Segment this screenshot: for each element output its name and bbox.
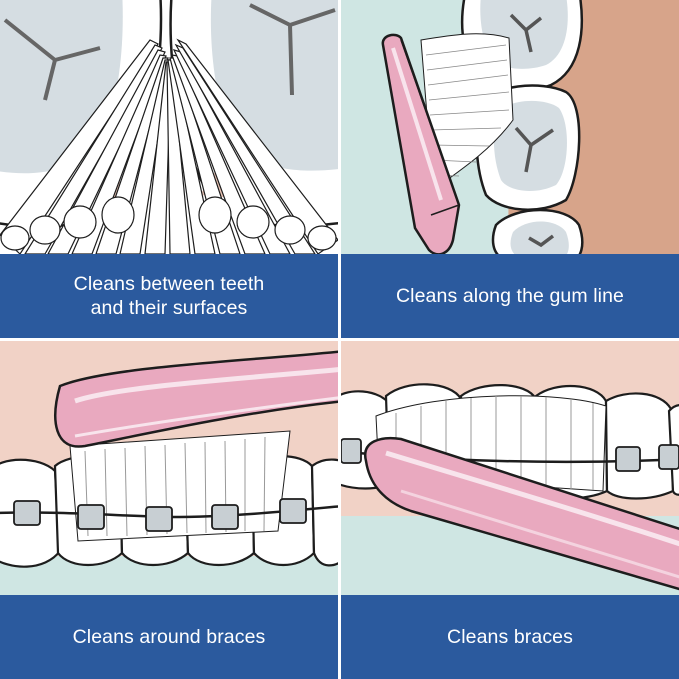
caption-braces: Cleans braces — [341, 595, 679, 679]
caption-gum-line: Cleans along the gum line — [341, 254, 679, 338]
around-braces-illustration — [0, 341, 338, 595]
panel-between-teeth: Cleans between teeth and their surfaces — [0, 0, 338, 338]
caption-text: Cleans braces — [447, 625, 573, 648]
panel-gum-line: Cleans along the gum line — [341, 0, 679, 338]
panel-braces: Cleans braces — [341, 341, 679, 679]
illustration-braces — [341, 341, 679, 595]
braces-illustration — [341, 341, 679, 595]
caption-text: Cleans between teeth and their surfaces — [73, 272, 265, 319]
illustration-around-braces — [0, 341, 338, 595]
illustration-gum-line — [341, 0, 679, 254]
caption-around-braces: Cleans around braces — [0, 595, 338, 679]
caption-text: Cleans around braces — [72, 625, 266, 648]
gum-line-illustration — [341, 0, 679, 254]
caption-text: Cleans along the gum line — [396, 284, 624, 307]
caption-between-teeth: Cleans between teeth and their surfaces — [0, 254, 338, 338]
illustration-interdental — [0, 0, 338, 254]
panel-around-braces: Cleans around braces — [0, 341, 338, 679]
interdental-illustration — [0, 0, 338, 254]
